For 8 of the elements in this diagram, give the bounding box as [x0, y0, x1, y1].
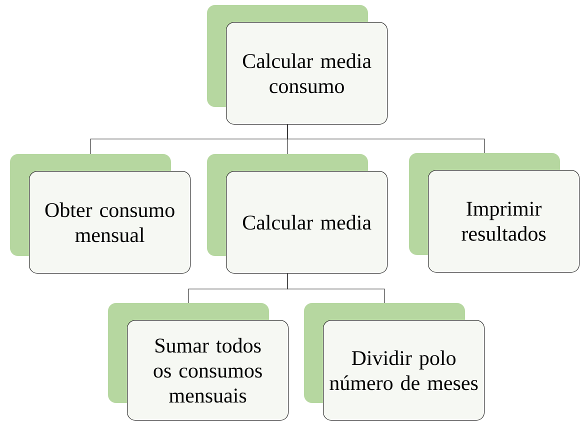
connector-line [287, 273, 385, 304]
process-box: Dividir polo número de meses [304, 303, 485, 421]
process-box: Imprimir resultados [409, 153, 580, 273]
process-box: Sumar todos os consumos mensuais [108, 303, 289, 421]
process-box: Obter consumo mensual [10, 154, 191, 274]
connector-line [287, 124, 485, 154]
process-box: Calcular media consumo [207, 5, 388, 125]
process-box: Calcular media [207, 154, 388, 274]
